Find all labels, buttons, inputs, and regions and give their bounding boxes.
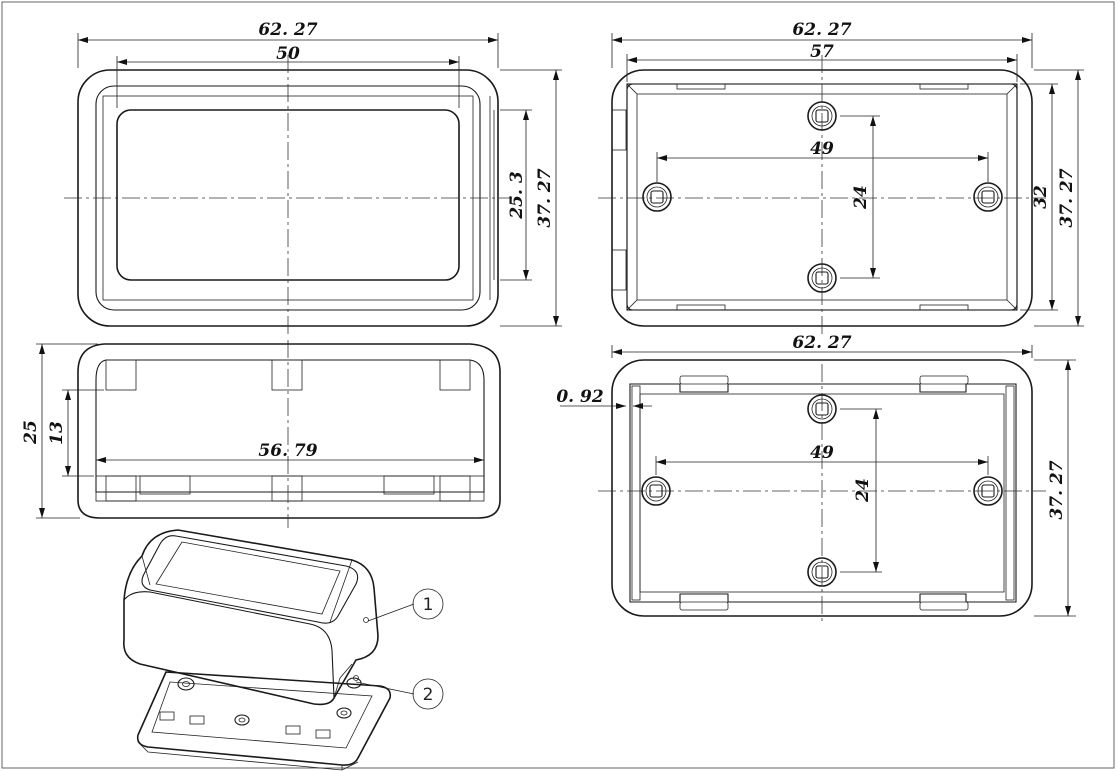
dim-front-width-overall: 62. 27	[258, 20, 317, 40]
dim-section-inner-length: 56. 79	[258, 441, 317, 461]
callout-2-circle	[412, 678, 444, 710]
dim-plate-width-overall: 62. 27	[792, 333, 851, 353]
callout-2-label: 2	[423, 685, 434, 705]
boss-left	[642, 182, 672, 212]
view-front-top: 62. 27 50 25. 3 37. 27	[64, 20, 562, 338]
dim-back-width-overall: 62. 27	[792, 20, 851, 40]
dim-front-window-height: 25. 3	[507, 171, 527, 219]
dim-front-window-width: 50	[276, 44, 300, 64]
iso-base-plate	[136, 671, 392, 771]
view-back-top: 62. 27 57 49 24 32 37. 27	[598, 20, 1084, 338]
boss-bottom	[807, 263, 837, 293]
callouts: 1 2	[355, 588, 444, 710]
boss-right	[973, 182, 1003, 212]
boss-top	[807, 101, 837, 131]
callout-1-circle	[412, 588, 444, 620]
iso-enclosure-body	[123, 529, 379, 706]
callout-1-label: 1	[423, 595, 434, 615]
dim-back-hole-spacing-x: 49	[810, 139, 834, 159]
boss-right	[973, 476, 1003, 506]
dim-back-width-inner: 57	[810, 42, 834, 62]
dim-section-height-inner: 13	[47, 421, 67, 445]
dim-plate-hole-spacing-y: 24	[853, 478, 873, 503]
boss-left	[641, 476, 671, 506]
dim-back-height-inner: 32	[1031, 185, 1051, 209]
view-section: 25 13 56. 79	[21, 340, 501, 528]
boss-bottom	[807, 557, 837, 587]
dim-back-height-overall: 37. 27	[1057, 168, 1077, 227]
dim-plate-hole-spacing-x: 49	[810, 443, 834, 463]
dim-front-height-overall: 37. 27	[535, 168, 555, 227]
dim-plate-height-overall: 37. 27	[1047, 460, 1067, 519]
view-isometric	[123, 529, 392, 771]
boss-top	[807, 394, 837, 424]
dim-plate-wall-gap: 0. 92	[556, 387, 603, 407]
dim-back-hole-spacing-y: 24	[851, 185, 871, 210]
view-bottom-plate: 62. 27 0. 92 49 24 37. 27	[556, 333, 1076, 624]
dim-section-height-overall: 25	[21, 420, 41, 445]
